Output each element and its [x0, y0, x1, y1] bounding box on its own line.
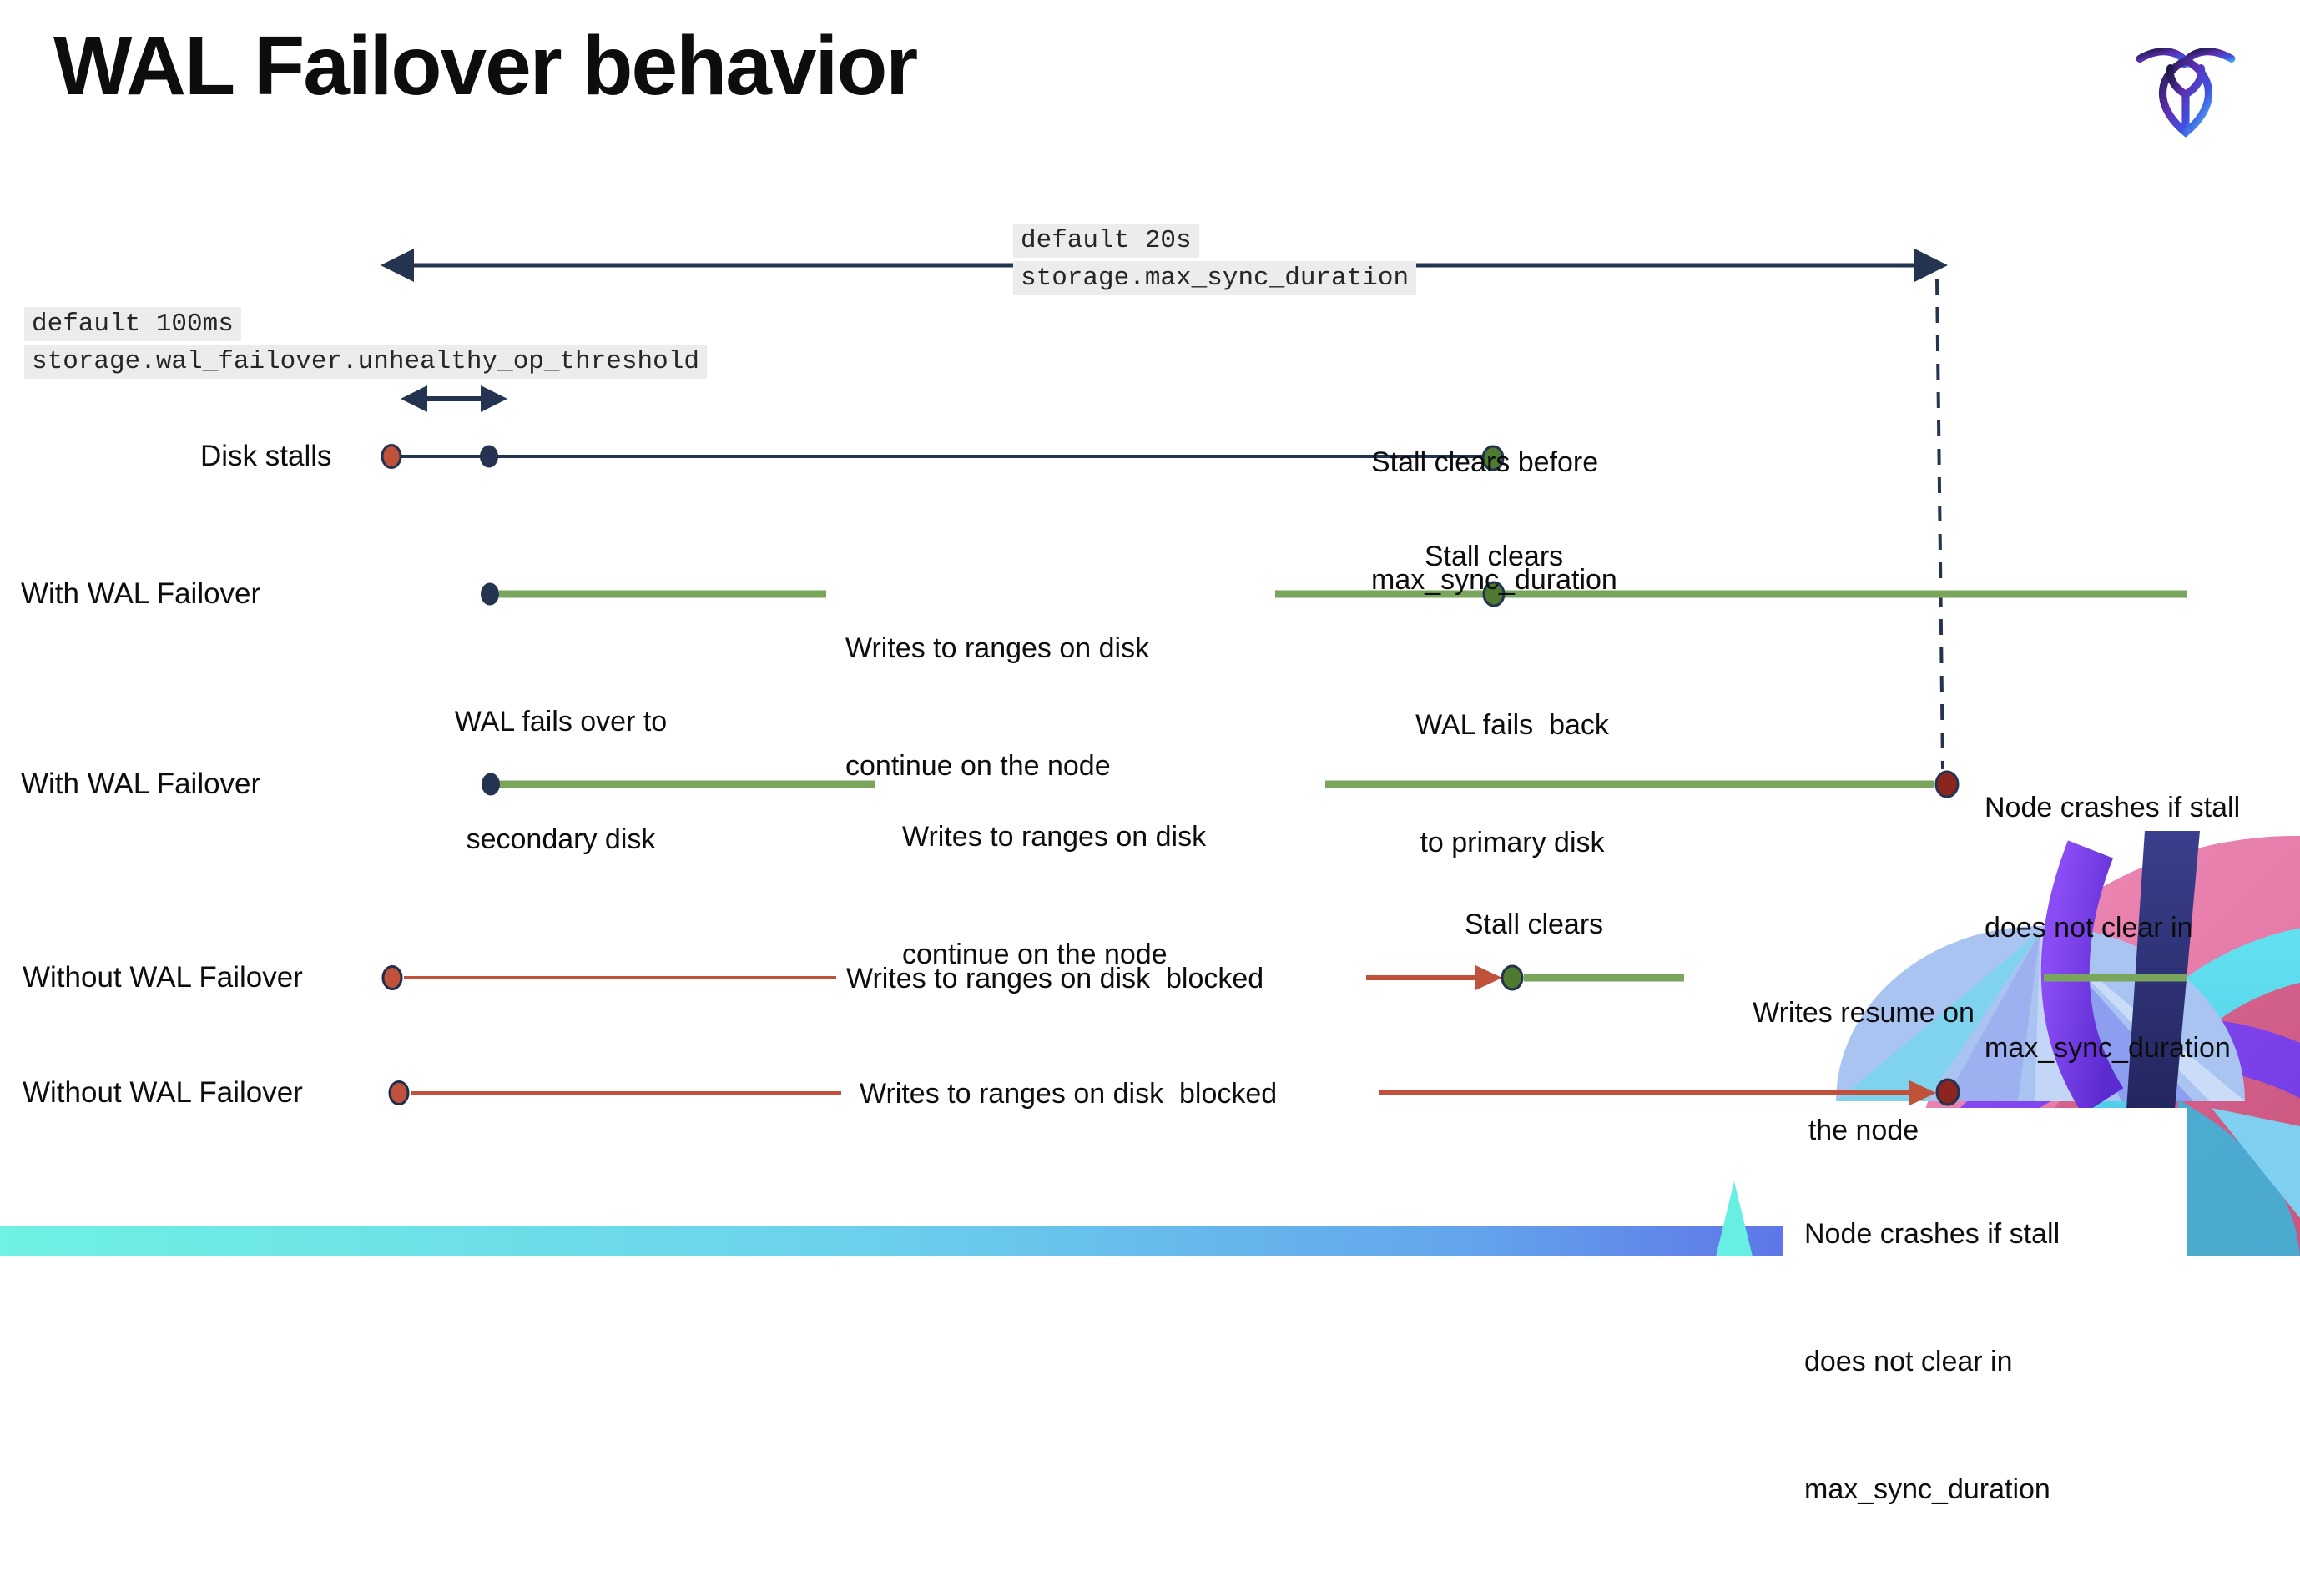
setting-default-value: default 100ms [24, 307, 241, 341]
callout-line: max_sync_duration [1804, 1473, 2050, 1505]
annotation-line: continue on the node [902, 939, 1168, 970]
node-crash-dot [1934, 770, 1960, 798]
annotation-line: to primary disk [1420, 827, 1605, 858]
unhealthy-op-threshold-arrow [401, 385, 507, 412]
annotation-line: Writes to ranges on disk [902, 821, 1207, 853]
callout-line: Node crashes if stall [1804, 1218, 2060, 1250]
art-dome-petal [1836, 931, 2040, 1101]
row-with-wal-failover-1 [481, 581, 2187, 607]
annotation-wal-fails-back: WAL fails back to primary disk [1370, 627, 1654, 902]
annotation-line: does not clear in [1985, 912, 2193, 944]
art-teal-fan [2178, 1100, 2300, 1256]
annotation-line: max_sync_duration [1985, 1032, 2231, 1064]
logo-inner-y [2166, 64, 2206, 134]
setting-max-sync-duration: default 20s storage.max_sync_duration [1013, 224, 1417, 299]
node-crash-callout-text: Node crashes if stall does not clear in … [1804, 1128, 2060, 1596]
annotation-line: the node [1808, 1115, 1919, 1146]
annotation-line: Node crashes if stall [1985, 792, 2241, 823]
annotation-writes-resume: Writes resume on the node [1730, 915, 1997, 1190]
annotation-wal-fails-over: WAL fails over to secondary disk [419, 624, 703, 899]
annotation-writes-blocked-1: Writes to ranges on disk blocked [846, 963, 1264, 994]
row-label-without-wal-failover-1: Without WAL Failover [23, 961, 303, 994]
cockroachdb-logo-icon [2136, 48, 2236, 138]
node-crash-callout-box: Node crashes if stall does not clear in … [1783, 1108, 2187, 1505]
page-title: WAL Failover behavior [53, 19, 918, 113]
annotation-stall-clears-2: Stall clears [1464, 909, 1604, 940]
annotation-line: WAL fails back [1415, 709, 1609, 741]
annotation-line: Stall clears before [1371, 446, 1599, 478]
stall-start-dot [381, 444, 402, 469]
art-navy-wedge [2126, 831, 2200, 1110]
max-sync-dashed-line [1935, 278, 1944, 770]
art-teal-petal [2212, 1108, 2300, 1218]
art-cyan-sliver [1716, 1181, 1753, 1256]
annotation-line: Writes to ranges on disk [845, 632, 1150, 664]
setting-default-value: default 20s [1013, 224, 1199, 258]
art-dome-petal [1944, 931, 2040, 1101]
row-label-without-wal-failover-2: Without WAL Failover [23, 1076, 303, 1109]
setting-name: storage.wal_failover.unhealthy_op_thresh… [24, 345, 707, 379]
art-violet-band [2040, 840, 2124, 1115]
blocked-arrowhead [1475, 965, 1502, 990]
stall-start-dot [381, 965, 403, 990]
annotation-line: Writes resume on [1753, 997, 1975, 1029]
annotation-writes-continue-2: Writes to ranges on disk continue on the… [902, 739, 1206, 1014]
row-label-with-wal-failover-1: With WAL Failover [21, 577, 261, 610]
annotation-stall-clears-before: Stall clears before max_sync_duration [1371, 365, 1617, 639]
row-label-with-wal-failover-2: With WAL Failover [21, 768, 261, 800]
annotation-line: secondary disk [466, 823, 656, 855]
callout-line: does not clear in [1804, 1346, 2013, 1377]
annotation-writes-blocked-2: Writes to ranges on disk blocked [860, 1078, 1278, 1110]
row-disk-stalls [381, 444, 1505, 471]
failover-dot [481, 582, 499, 606]
annotation-node-crashes-top: Node crashes if stall does not clear in … [1985, 707, 2240, 1108]
stall-clears-dot [1501, 964, 1524, 991]
row-with-wal-failover-2 [482, 770, 1960, 798]
stall-start-dot [388, 1080, 410, 1105]
setting-name: storage.max_sync_duration [1013, 261, 1417, 295]
setting-unhealthy-op-threshold: default 100ms storage.wal_failover.unhea… [24, 307, 707, 382]
threshold-dot [480, 445, 498, 468]
annotation-line: continue on the node [845, 750, 1111, 782]
annotation-stall-clears-1: Stall clears [1424, 541, 1564, 572]
annotation-line: WAL fails over to [454, 706, 668, 738]
row-label-disk-stalls: Disk stalls [200, 440, 332, 472]
annotation-writes-continue-1: Writes to ranges on disk continue on the… [845, 551, 1149, 825]
